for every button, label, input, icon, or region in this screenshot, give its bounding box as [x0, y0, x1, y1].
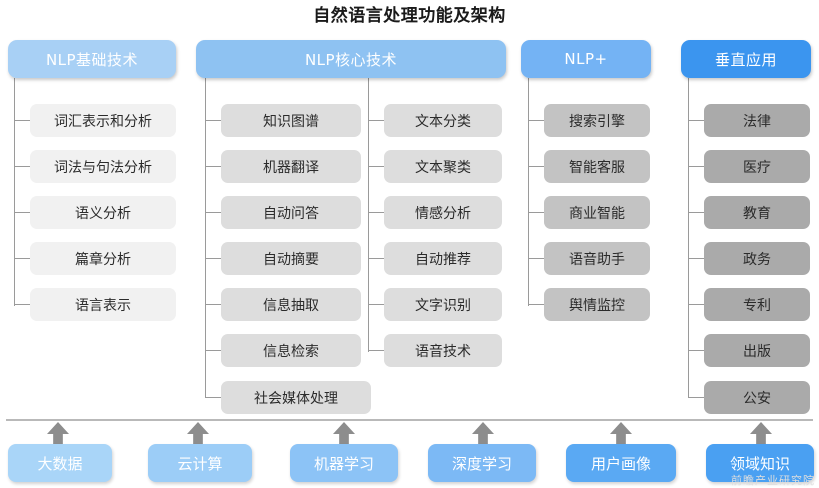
connector-branch — [368, 212, 384, 213]
connector-branch — [528, 166, 544, 167]
box-col4-item[interactable]: 政务 — [704, 242, 810, 275]
connector-branch — [368, 350, 384, 351]
section-divider — [6, 419, 813, 421]
foundation-item[interactable]: 领域知识 — [706, 444, 814, 482]
box-col4-item[interactable]: 医疗 — [704, 150, 810, 183]
foundation-item[interactable]: 深度学习 — [428, 444, 536, 482]
connector-branch — [688, 212, 704, 213]
connector-branch — [528, 258, 544, 259]
connector-branch — [688, 166, 704, 167]
box-col2-item[interactable]: 自动问答 — [221, 196, 361, 229]
box-col3-item[interactable]: 舆情监控 — [544, 288, 650, 321]
box-col4-item[interactable]: 专利 — [704, 288, 810, 321]
connector-branch — [688, 120, 704, 121]
box-col2-item[interactable]: 自动推荐 — [384, 242, 502, 275]
box-col4-item[interactable]: 出版 — [704, 334, 810, 367]
page-title: 自然语言处理功能及架构 — [313, 6, 506, 26]
connector-branch — [528, 304, 544, 305]
header-nlp-plus[interactable]: NLP+ — [521, 40, 651, 78]
box-col2-item[interactable]: 语音技术 — [384, 334, 502, 367]
header-nlp-core[interactable]: NLP核心技术 — [196, 40, 506, 78]
connector-branch — [205, 350, 221, 351]
box-col2-item-wide[interactable]: 社会媒体处理 — [221, 381, 371, 414]
box-col3-item[interactable]: 智能客服 — [544, 150, 650, 183]
box-col1-item[interactable]: 词法与句法分析 — [30, 150, 176, 183]
box-col2-item[interactable]: 文字识别 — [384, 288, 502, 321]
box-col4-item[interactable]: 公安 — [704, 381, 810, 414]
foundation-item[interactable]: 云计算 — [148, 444, 252, 482]
box-col2-item[interactable]: 信息检索 — [221, 334, 361, 367]
box-col2-item[interactable]: 情感分析 — [384, 196, 502, 229]
connector-branch — [205, 120, 221, 121]
connector-branch — [14, 258, 30, 259]
header-nlp-basic[interactable]: NLP基础技术 — [8, 40, 176, 78]
foundation-item[interactable]: 机器学习 — [290, 444, 398, 482]
box-col1-item[interactable]: 词汇表示和分析 — [30, 104, 176, 137]
connector-branch — [205, 258, 221, 259]
connector-branch — [14, 304, 30, 305]
connector-branch — [205, 304, 221, 305]
box-col2-item[interactable]: 自动摘要 — [221, 242, 361, 275]
connector-branch — [688, 258, 704, 259]
box-col4-item[interactable]: 法律 — [704, 104, 810, 137]
box-col2-item[interactable]: 知识图谱 — [221, 104, 361, 137]
header-vertical-apps[interactable]: 垂直应用 — [681, 40, 811, 78]
connector-trunk-col3 — [528, 78, 529, 306]
connector-branch — [528, 120, 544, 121]
box-col3-item[interactable]: 语音助手 — [544, 242, 650, 275]
watermark: 前瞻产业研究院 — [731, 474, 815, 487]
foundation-item[interactable]: 大数据 — [8, 444, 112, 482]
connector-branch — [205, 397, 221, 398]
connector-trunk-col4 — [688, 78, 689, 398]
connector-branch — [368, 166, 384, 167]
connector-branch — [205, 166, 221, 167]
box-col1-item[interactable]: 篇章分析 — [30, 242, 176, 275]
connector-branch — [368, 258, 384, 259]
connector-branch — [688, 304, 704, 305]
box-col3-item[interactable]: 商业智能 — [544, 196, 650, 229]
connector-branch — [528, 212, 544, 213]
box-col3-item[interactable]: 搜索引擎 — [544, 104, 650, 137]
box-col1-item[interactable]: 语言表示 — [30, 288, 176, 321]
connector-branch — [14, 120, 30, 121]
box-col1-item[interactable]: 语义分析 — [30, 196, 176, 229]
connector-branch — [688, 350, 704, 351]
connector-trunk-col2-right — [368, 78, 369, 352]
foundation-item[interactable]: 用户画像 — [566, 444, 676, 482]
connector-branch — [14, 212, 30, 213]
box-col2-item[interactable]: 文本分类 — [384, 104, 502, 137]
connector-branch — [368, 120, 384, 121]
connector-branch — [14, 166, 30, 167]
box-col2-item[interactable]: 文本聚类 — [384, 150, 502, 183]
box-col2-item[interactable]: 机器翻译 — [221, 150, 361, 183]
connector-branch — [368, 304, 384, 305]
connector-branch — [688, 397, 704, 398]
connector-trunk-col2-left — [205, 78, 206, 398]
connector-trunk-col1 — [14, 78, 15, 306]
box-col4-item[interactable]: 教育 — [704, 196, 810, 229]
box-col2-item[interactable]: 信息抽取 — [221, 288, 361, 321]
connector-branch — [205, 212, 221, 213]
